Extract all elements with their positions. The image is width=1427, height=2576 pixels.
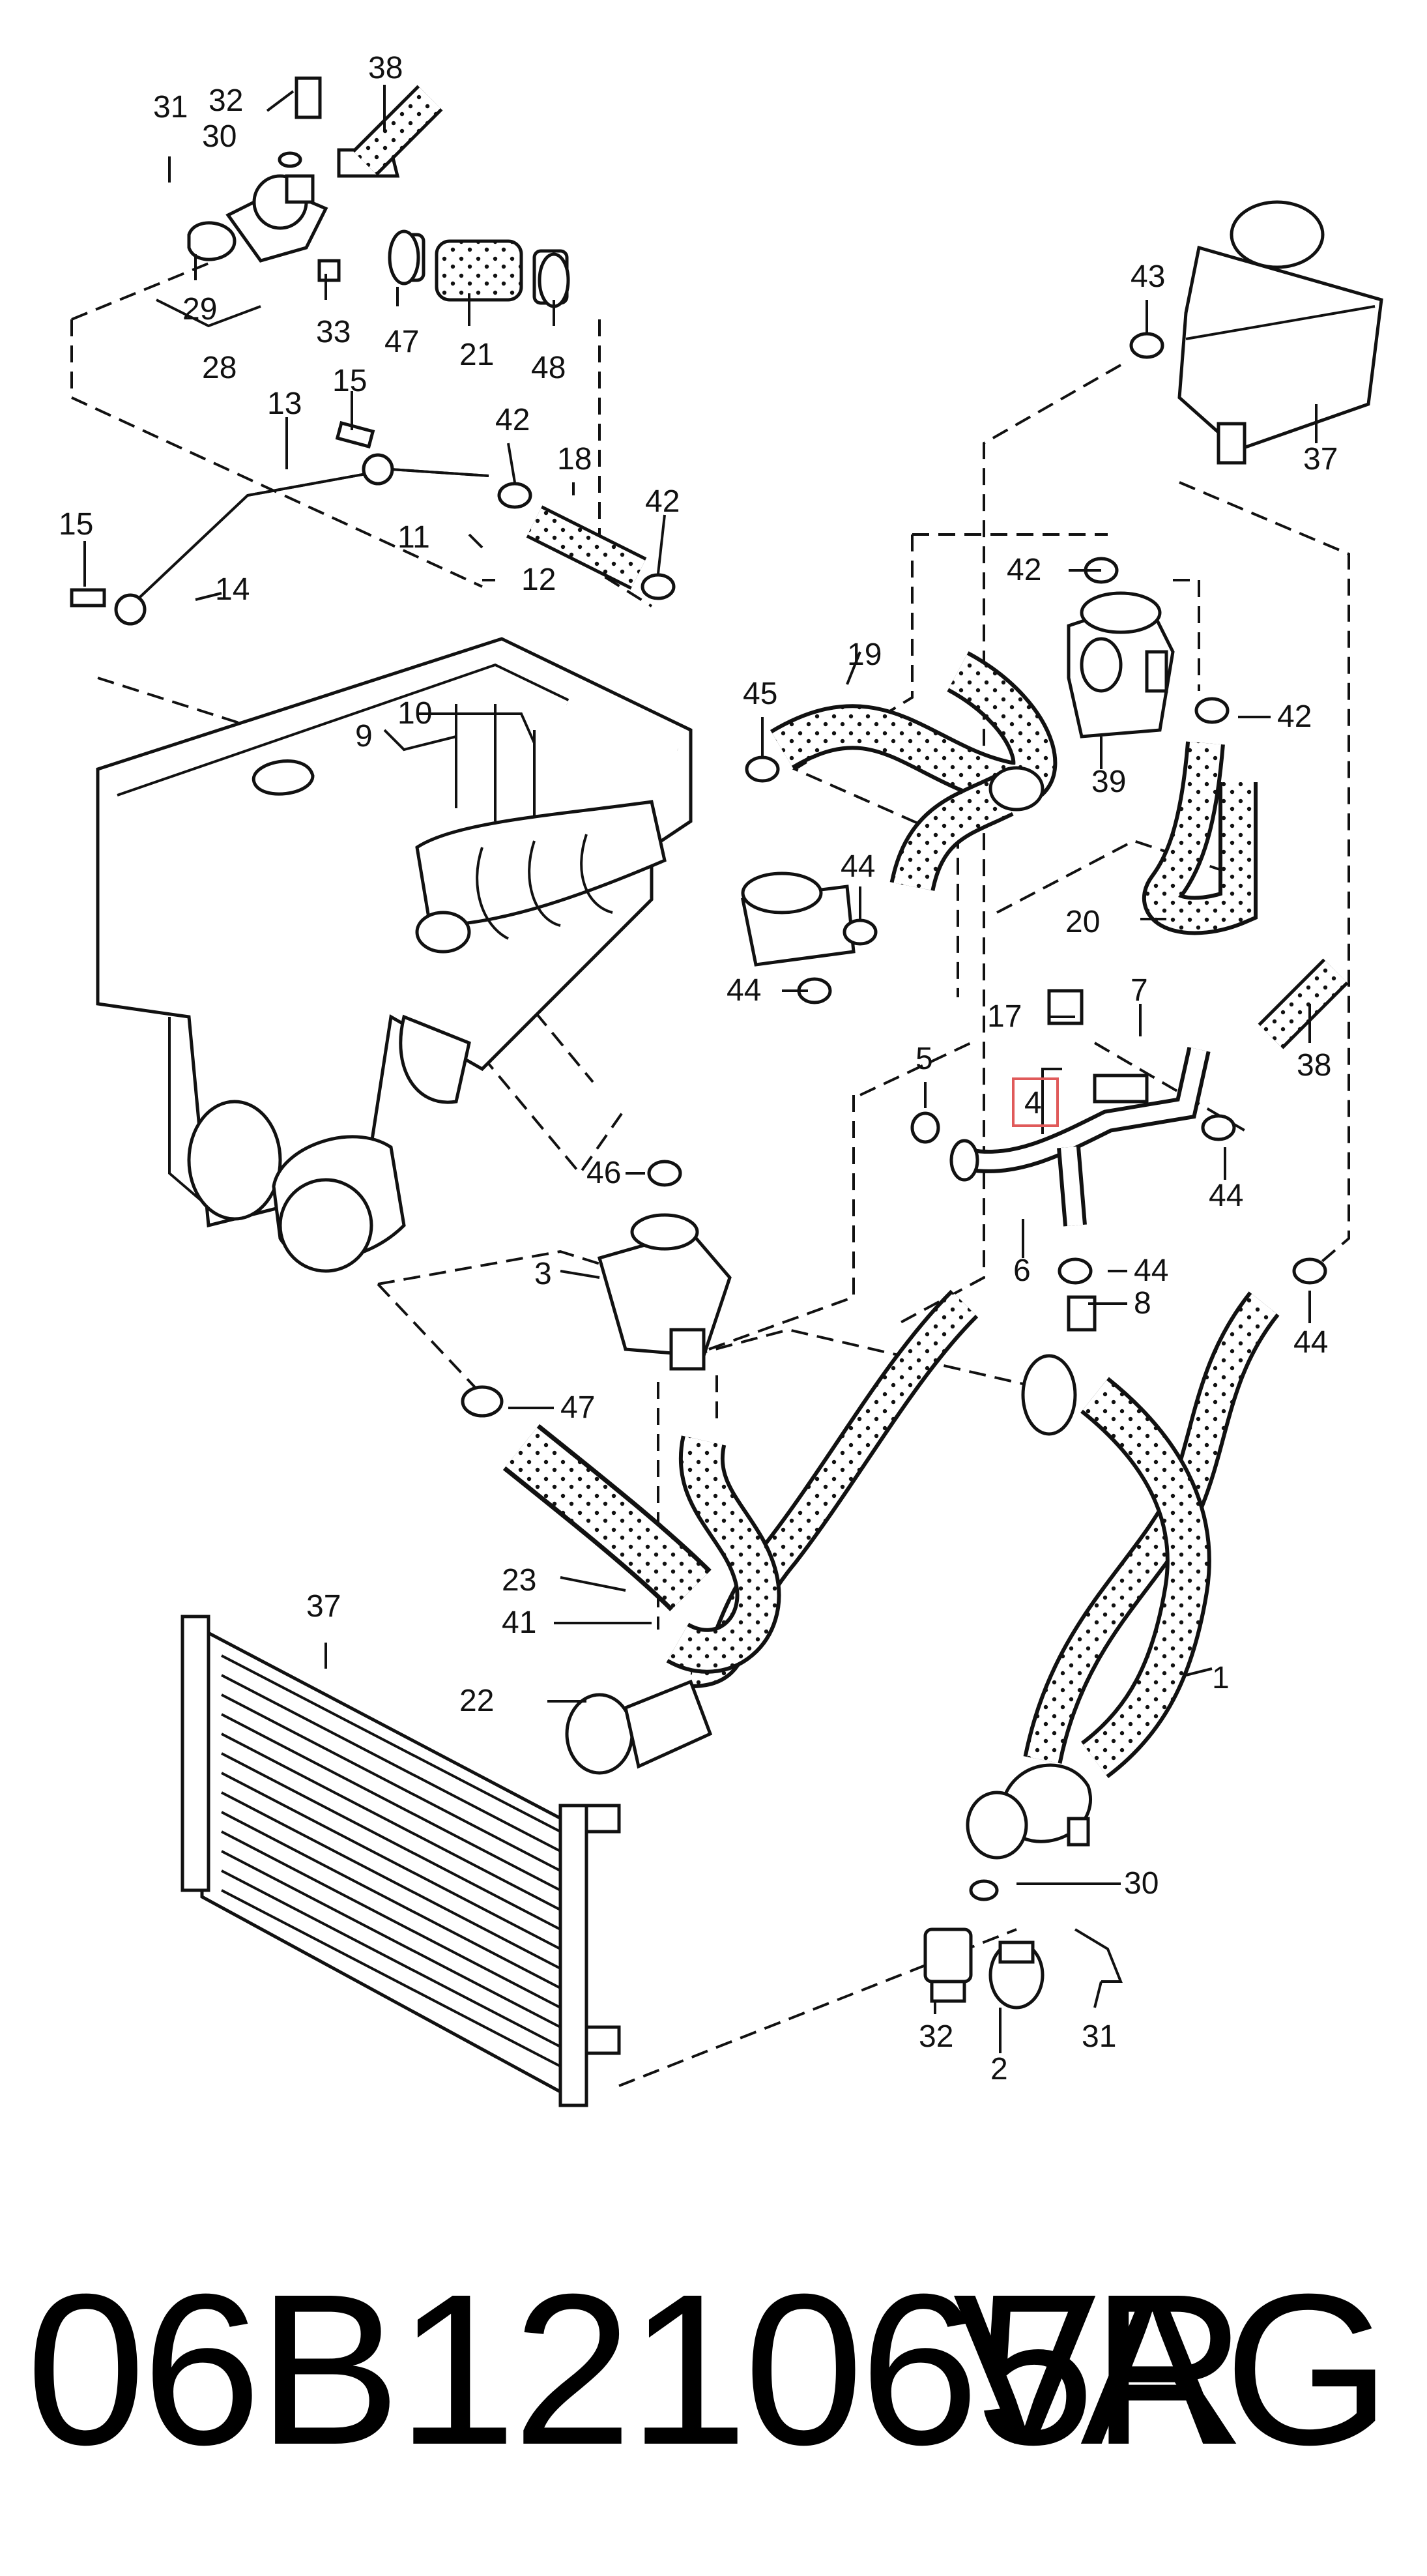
label-44d: 44 [1134,1253,1168,1288]
hose-19 [770,651,1058,892]
label-44e: 44 [1293,1325,1328,1360]
label-39: 39 [1091,765,1126,799]
label-leaders [83,85,1318,2053]
label-44a: 44 [841,849,875,884]
part-labels: 1 2 3 4 5 6 7 8 9 10 11 12 13 14 15 15 1… [59,51,1338,2086]
coolant-pipe-13 [70,420,489,626]
label-8: 8 [1134,1286,1151,1321]
coolant-system-diagram: 1 2 3 4 5 6 7 8 9 10 11 12 13 14 15 15 1… [59,51,1383,2107]
label-37a: 37 [306,1589,341,1624]
label-5: 5 [915,1042,933,1076]
highlight-box-part-4 [1012,1077,1059,1127]
label-3: 3 [534,1257,552,1291]
label-30b: 30 [1124,1866,1159,1901]
radiator [180,1615,621,2107]
label-6: 6 [1013,1253,1031,1288]
lower-hoses [502,1289,1280,1860]
sensors-bottom [923,1879,1123,2010]
coolant-flange-top [187,76,400,282]
label-48: 48 [531,351,566,385]
label-38a: 38 [368,51,403,85]
thermostat-39 [1067,591,1175,739]
label-20: 20 [1065,905,1100,939]
label-2: 2 [990,2052,1008,2086]
brand-name: VAG [953,2249,1391,2489]
label-45: 45 [743,677,777,711]
label-42a: 42 [495,403,530,437]
hose-20 [1142,741,1258,935]
label-42b: 42 [645,484,680,519]
part-number: 06B121065R [26,2249,1247,2489]
label-47b: 47 [560,1390,595,1425]
label-42d: 42 [1277,699,1312,734]
small-reservoir [741,871,856,967]
label-21: 21 [459,338,494,372]
label-12: 12 [521,563,556,597]
label-4: 4 [1024,1086,1042,1120]
label-38b: 38 [1297,1048,1331,1083]
footer: 06B121065R VAG [0,2242,1427,2516]
label-32a: 32 [209,83,243,118]
label-41: 41 [502,1605,536,1640]
label-13: 13 [267,387,302,421]
label-47a: 47 [384,325,419,359]
expansion-tank [1177,200,1383,465]
label-43: 43 [1131,259,1165,294]
label-7: 7 [1131,973,1148,1008]
label-11: 11 [397,520,430,555]
label-31b: 31 [1082,2019,1116,2054]
coolant-pipe-4 [949,1047,1211,1227]
label-33: 33 [316,315,351,349]
label-31a: 31 [153,90,188,124]
label-44b: 44 [727,973,761,1008]
label-37b: 37 [1303,442,1338,476]
label-1: 1 [1212,1661,1230,1695]
label-23: 23 [502,1563,536,1598]
label-32b: 32 [919,2019,953,2054]
label-9: 9 [355,719,373,754]
assembly-lines [70,259,1350,2087]
label-22: 22 [459,1684,494,1718]
water-pump-3 [597,1213,732,1371]
label-30a: 30 [202,119,237,154]
label-10: 10 [397,696,432,731]
radiator-fins [221,1654,561,2068]
label-42c: 42 [1007,553,1041,587]
label-19: 19 [847,637,882,672]
label-15a: 15 [59,507,93,542]
label-17: 17 [987,999,1022,1034]
label-46: 46 [586,1156,621,1190]
label-28: 28 [202,351,237,385]
label-29: 29 [182,292,217,327]
label-14: 14 [215,572,250,607]
label-15b: 15 [332,364,367,398]
label-18: 18 [557,442,592,476]
label-44c: 44 [1209,1178,1243,1213]
engine-block [96,637,693,1273]
